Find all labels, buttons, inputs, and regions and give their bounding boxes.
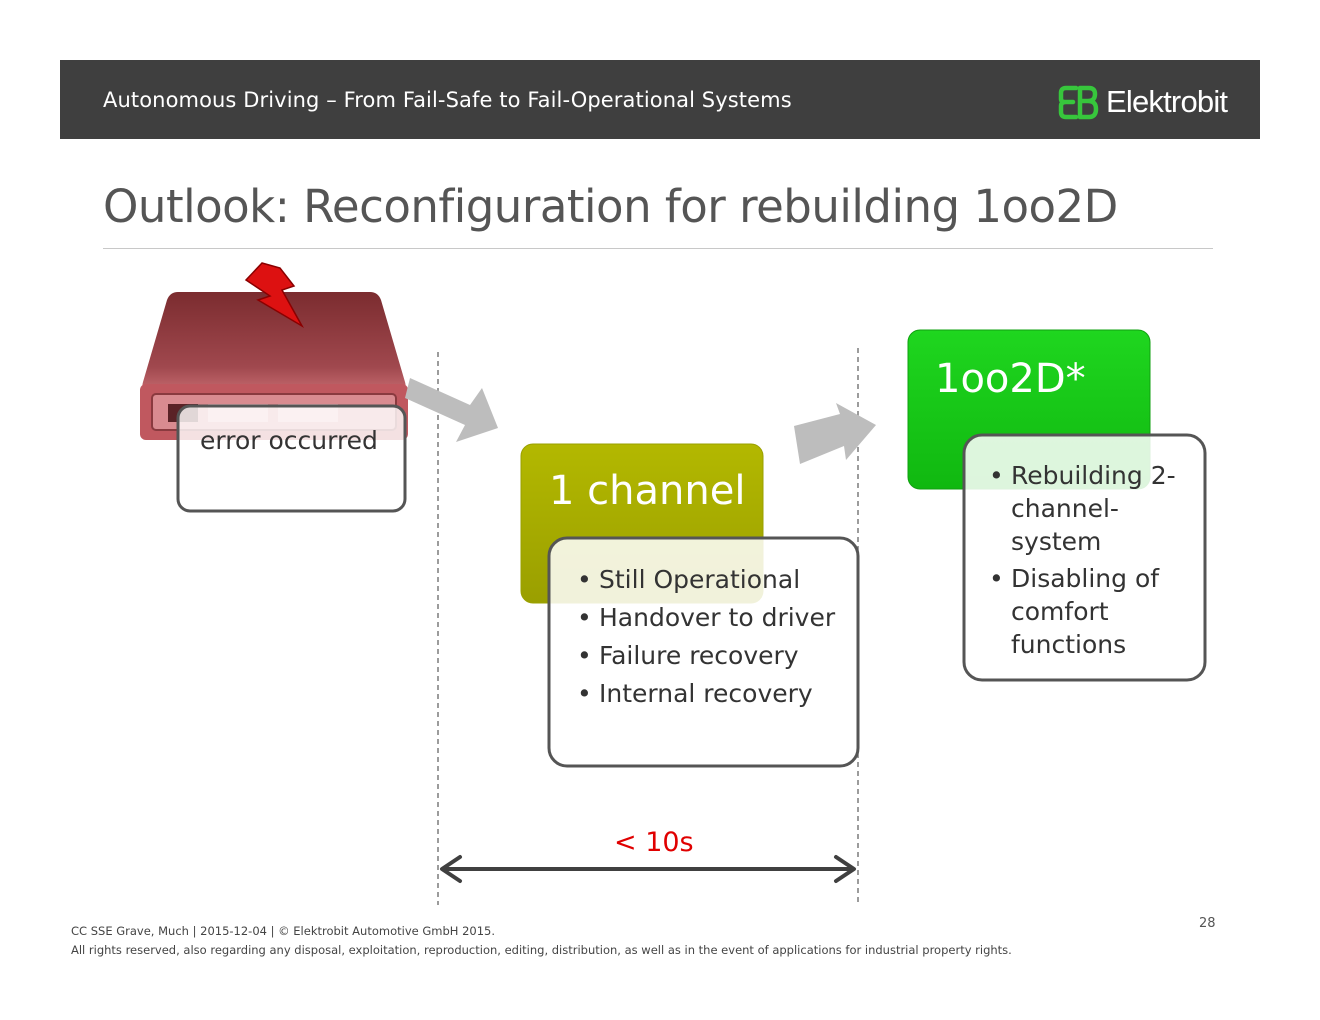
title-divider (103, 248, 1213, 249)
logo-wordmark: Elektrobit (1106, 84, 1228, 119)
error-box (176, 404, 407, 513)
state-1-channel-bullets: Still Operational Handover to driver Fai… (577, 561, 835, 713)
lightning-icon (244, 262, 304, 329)
header-bar: Autonomous Driving – From Fail-Safe to F… (60, 60, 1260, 139)
state-1oo2d-label: 1oo2D* (935, 356, 1086, 402)
footer-copyright: CC SSE Grave, Much | 2015-12-04 | © Elek… (71, 924, 495, 938)
page-number: 28 (1199, 916, 1216, 931)
transition-arrow-2 (794, 403, 876, 464)
footer-rights: All rights reserved, also regarding any … (71, 943, 1012, 957)
time-span-arrow-left-head (440, 855, 462, 883)
state-1-channel-label: 1 channel (549, 468, 746, 514)
bullet-internal-recovery: Internal recovery (577, 675, 835, 713)
bullet-failure-recovery: Failure recovery (577, 637, 835, 675)
footer: CC SSE Grave, Much | 2015-12-04 | © Elek… (71, 922, 1012, 960)
transition-arrow-1 (405, 378, 498, 442)
bullet-still-operational: Still Operational (577, 561, 835, 599)
error-label: error occurred (200, 426, 378, 455)
bullet-handover-to-driver: Handover to driver (577, 599, 835, 637)
time-span-arrow-right-head (834, 855, 856, 883)
bullet-disabling-comfort: Disabling of comfort functions (989, 562, 1189, 661)
state-1oo2d-bullets: Rebuilding 2-channel-system Disabling of… (989, 459, 1189, 661)
presentation-title: Autonomous Driving – From Fail-Safe to F… (103, 88, 792, 112)
elektrobit-logo: Elektrobit (1058, 82, 1228, 122)
bullet-rebuilding-2-channel: Rebuilding 2-channel-system (989, 459, 1189, 558)
slide-title: Outlook: Reconfiguration for rebuilding … (103, 180, 1118, 233)
elektrobit-logo-mark-icon (1058, 85, 1099, 120)
time-span-label: < 10s (614, 827, 694, 858)
